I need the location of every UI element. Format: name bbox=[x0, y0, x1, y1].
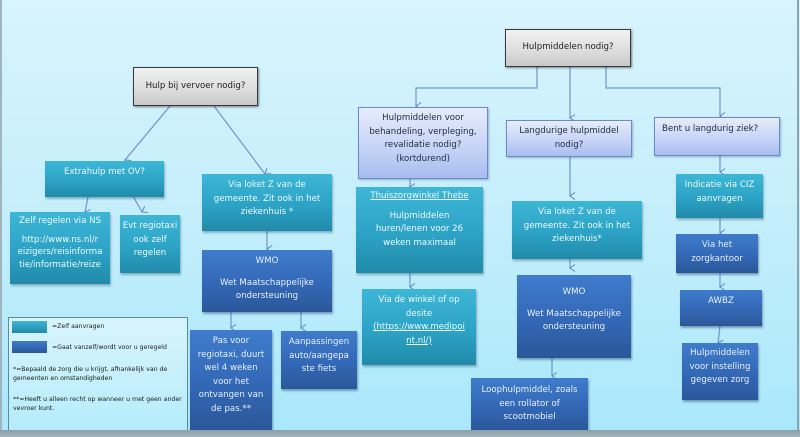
connector bbox=[213, 105, 272, 175]
node-text: ontvangen van bbox=[198, 390, 264, 400]
node-text: ziekenhuis * bbox=[240, 207, 294, 217]
node-text: ziekenhuis* bbox=[552, 234, 602, 244]
node-text: Langdurige hulpmiddel bbox=[519, 126, 619, 136]
node-zelf-regelen-ns: Zelf regelen via NS http://www.ns.nl/r e… bbox=[10, 212, 110, 284]
connector bbox=[124, 105, 171, 167]
node-text: weken maximaal bbox=[383, 237, 456, 248]
node-title: Zelf regelen via NS bbox=[19, 216, 101, 226]
legend-swatch-auto bbox=[12, 341, 47, 353]
node-text: AWBZ bbox=[708, 296, 734, 306]
node-text: gegeven zorg bbox=[690, 375, 750, 385]
legend-note-single-star: *=Bepaald de zorg die u krijgt, afhankel… bbox=[13, 366, 168, 382]
node-text: Loophulpmiddel, zoals bbox=[481, 385, 578, 395]
node-text: voor instelling bbox=[689, 361, 751, 372]
node-text: Via de winkel of op bbox=[378, 295, 460, 305]
legend-label-auto: =Gaat vanzelf/wordt voor u geregeld bbox=[52, 344, 167, 351]
node-text: gemeente. Zit ook in het bbox=[523, 220, 631, 231]
node-text: gemeente. Zit ook in het bbox=[213, 193, 321, 204]
medipoint-link[interactable]: nt.nl/) bbox=[406, 335, 432, 346]
node-loket-z-left: Via loket Z van de gemeente. Zit ook in … bbox=[202, 174, 332, 231]
node-langdurig-hulpmiddel: Langdurige hulpmiddel nodig? bbox=[506, 120, 632, 157]
node-text: scootmobiel bbox=[503, 412, 556, 422]
node-text: behandeling, verpleging, bbox=[369, 126, 477, 137]
node-text: Wet Maatschappelijke bbox=[220, 277, 314, 288]
node-text: Pas voor bbox=[212, 336, 250, 346]
node-text: regiotaxi, duurt bbox=[197, 349, 265, 360]
medipoint-link[interactable]: (https://www.medipoi bbox=[373, 322, 465, 332]
node-hulp-bij-vervoer: Hulp bij vervoer nodig? bbox=[133, 67, 258, 106]
node-text: een rollator of bbox=[499, 398, 560, 409]
node-text: ondersteuning bbox=[542, 322, 606, 332]
node-text: ook zelf bbox=[133, 234, 167, 245]
window-border-left bbox=[0, 0, 2, 437]
node-evt-regiotaxi: Evt regiotaxi ook zelf regelen bbox=[120, 215, 180, 273]
node-instelling-zorg: Hulpmiddelen voor instelling gegeven zor… bbox=[682, 343, 758, 400]
node-text: desite bbox=[405, 308, 433, 319]
node-winkel-site: Via de winkel of op desite (https://www.… bbox=[362, 289, 476, 365]
ns-url-line[interactable]: eizigers/reisinforma bbox=[17, 247, 103, 257]
node-wmo-mid: WMO Wet Maatschappelijke ondersteuning bbox=[517, 275, 631, 358]
node-text: Via loket Z van de bbox=[538, 207, 616, 217]
connector bbox=[605, 67, 726, 120]
window-border-right bbox=[797, 0, 799, 437]
node-text: (kortdurend) bbox=[396, 153, 450, 164]
legend: =Zelf aanvragen =Gaat vanzelf/wordt voor… bbox=[8, 317, 188, 432]
node-text: Wet Maatschappelijke bbox=[527, 308, 621, 319]
ns-url-line[interactable]: http://www.ns.nl/r bbox=[21, 234, 99, 245]
node-text: zorgkantoor bbox=[691, 253, 743, 264]
node-wmo-left: WMO Wet Maatschappelijke ondersteuning bbox=[202, 250, 332, 312]
node-langdurig-ziek: Bent u langdurig ziek? bbox=[654, 117, 780, 156]
node-text: Bent u langdurig ziek? bbox=[662, 124, 759, 134]
node-loket-z-mid: Via loket Z van de gemeente. Zit ook in … bbox=[512, 201, 642, 259]
node-text: voor het bbox=[213, 376, 249, 387]
node-awbz: AWBZ bbox=[680, 290, 762, 326]
node-text: Aanpassingen bbox=[288, 337, 350, 347]
node-indicatie-ciz: Indicatie via CIZ aanvragen bbox=[676, 174, 763, 218]
node-title: WMO bbox=[562, 287, 586, 297]
node-text: Hulpmiddelen bbox=[690, 348, 750, 358]
node-aanpassingen: Aanpassingen auto/aangepa ste fiets bbox=[281, 331, 357, 389]
node-text: Via loket Z van de bbox=[228, 180, 306, 190]
node-text: Hulp bij vervoer nodig? bbox=[145, 80, 246, 91]
ns-url-line[interactable]: tie/informatie/reize bbox=[19, 259, 101, 270]
node-text: regelen bbox=[133, 248, 167, 258]
node-text: Extrahulp met OV? bbox=[64, 167, 145, 177]
node-text: aanvragen bbox=[696, 193, 743, 204]
node-text: ste fiets bbox=[301, 364, 337, 374]
node-text: revalidatie nodig? bbox=[384, 140, 462, 150]
node-text: Hulpmiddelen bbox=[389, 210, 450, 221]
node-text: Indicatie via CIZ bbox=[684, 180, 755, 190]
node-kortdurend: Hulpmiddelen voor behandeling, verplegin… bbox=[358, 107, 488, 179]
thuiszorgwinkel-link[interactable]: Thuiszorgwinkel Thebe bbox=[370, 191, 469, 201]
node-extrahulp-ov: Extrahulp met OV? bbox=[45, 161, 164, 197]
node-text: de pas.** bbox=[211, 403, 251, 414]
node-text: Hulpmiddelen nodig? bbox=[522, 42, 614, 53]
node-text: Evt regiotaxi bbox=[122, 221, 178, 231]
connector bbox=[415, 67, 538, 110]
node-text: nodig? bbox=[554, 139, 584, 150]
node-hulpmiddelen-nodig: Hulpmiddelen nodig? bbox=[505, 29, 631, 67]
node-text: huren/lenen voor 26 bbox=[375, 224, 464, 234]
connector bbox=[132, 195, 149, 214]
node-text: auto/aangepa bbox=[289, 350, 349, 361]
node-title: WMO bbox=[255, 256, 279, 266]
node-text: ondersteuning bbox=[235, 291, 299, 301]
node-pas-regiotaxi: Pas voor regiotaxi, duurt wel 4 weken vo… bbox=[190, 330, 272, 430]
legend-label-self: =Zelf aanvragen bbox=[52, 323, 105, 330]
legend-swatch-self bbox=[12, 321, 47, 333]
node-loophulpmiddel: Loophulpmiddel, zoals een rollator of sc… bbox=[471, 378, 588, 430]
connector bbox=[84, 196, 91, 217]
node-thuiszorgwinkel: Thuiszorgwinkel Thebe Hulpmiddelen huren… bbox=[356, 187, 483, 273]
node-zorgkantoor: Via het zorgkantoor bbox=[676, 234, 758, 273]
node-text: Hulpmiddelen voor bbox=[382, 113, 464, 123]
window-border-bottom bbox=[0, 430, 800, 437]
node-text: wel 4 weken bbox=[204, 363, 258, 373]
connector bbox=[717, 325, 724, 348]
node-text: Via het bbox=[701, 240, 733, 250]
legend-note-double-star: **=Heeft u alleen recht op wanneer u met… bbox=[13, 396, 182, 412]
